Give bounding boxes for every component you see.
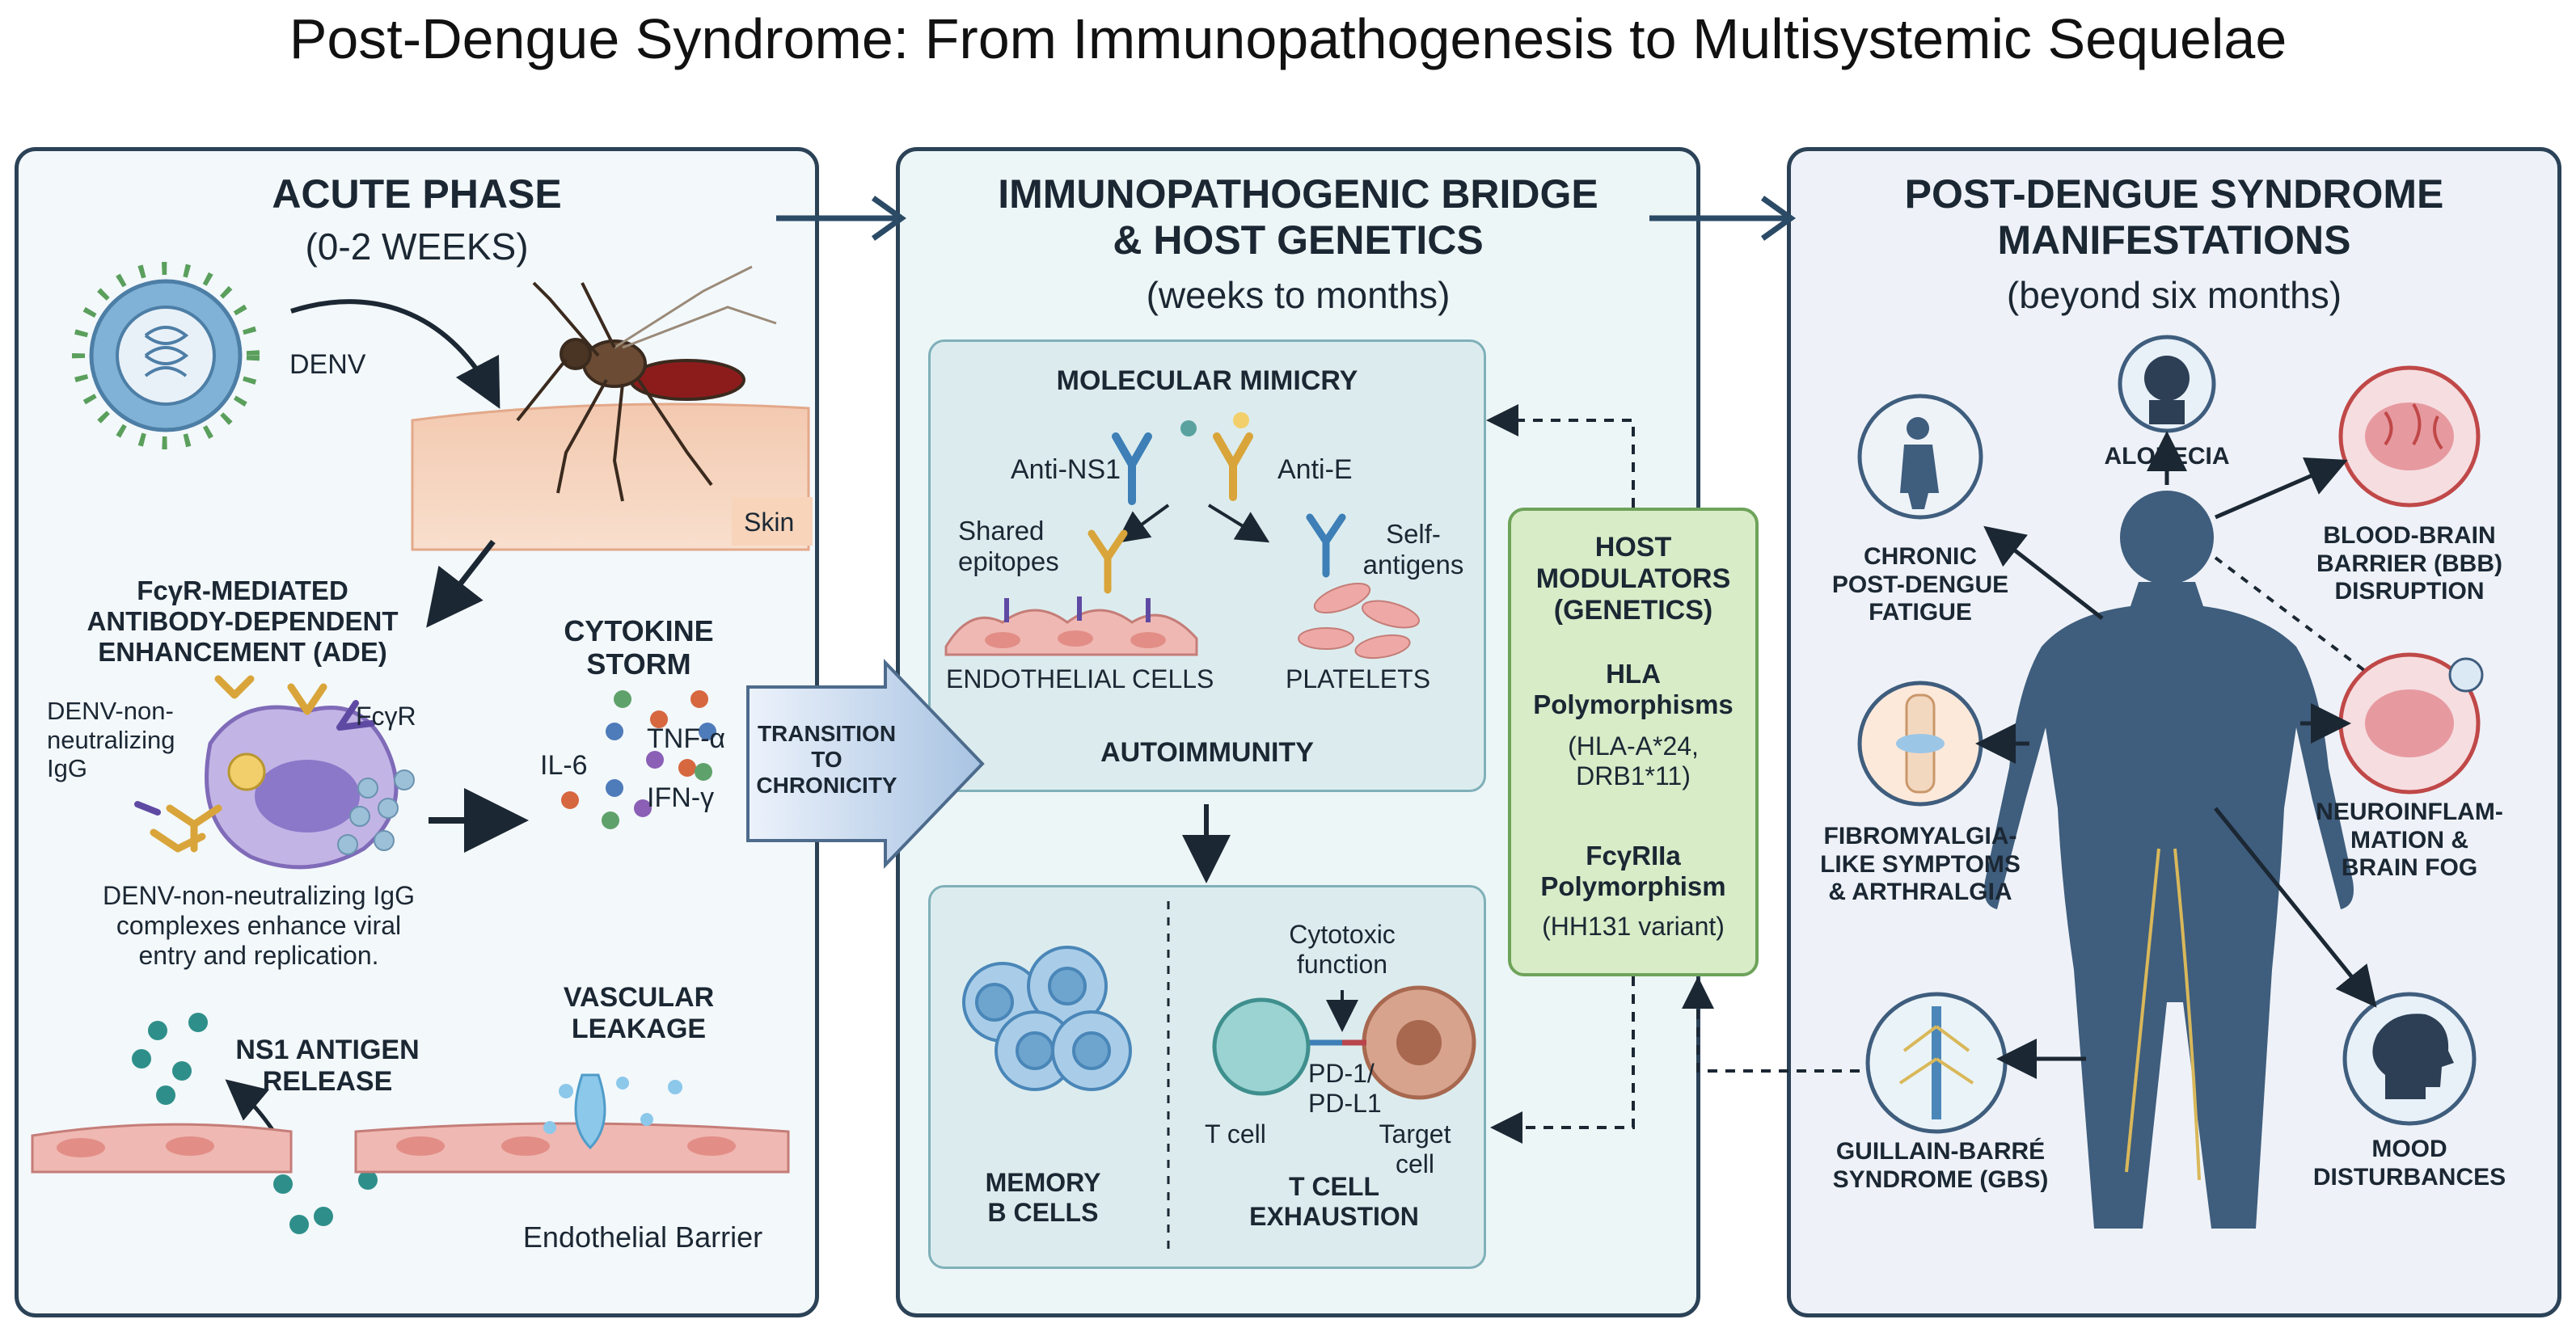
cytokine-dots — [561, 690, 716, 829]
bridge-heading: IMMUNOPATHOGENIC BRIDGE & HOST GENETICS — [998, 171, 1598, 263]
fibromyalgia-label: FIBROMYALGIA- LIKE SYMPTOMS & ARTHRALGIA — [1820, 823, 2021, 905]
mosquito-icon — [516, 265, 777, 502]
acute-phase-timeframe: (0-2 WEEKS) — [305, 226, 529, 268]
fcgriia-detail: (HH131 variant) — [1542, 912, 1725, 941]
shared-epitopes-label: Shared epitopes — [958, 516, 1059, 576]
il6-label: IL-6 — [540, 750, 588, 781]
molecular-mimicry-box — [928, 339, 1486, 792]
figure-title: Post-Dengue Syndrome: From Immunopathoge… — [289, 7, 2287, 70]
host-modulators-box — [1508, 508, 1759, 976]
cytokine-storm-title: CYTOKINE STORM — [564, 614, 714, 681]
denv-label: DENV — [289, 349, 366, 380]
endothelial-barrier-label: Endothelial Barrier — [522, 1220, 763, 1254]
transition-arrow — [746, 659, 985, 869]
endothelial-barrier — [31, 1073, 790, 1174]
platelets-icon — [1298, 582, 1420, 660]
transition-label: TRANSITION TO CHRONICITY — [756, 721, 897, 799]
hla-detail: (HLA-A*24, DRB1*11) — [1568, 731, 1699, 790]
human-body-silhouette — [1984, 491, 2354, 1229]
t-cell-icon — [1212, 997, 1311, 1096]
ifn-label: IFN-γ — [647, 782, 715, 813]
antibody-pair — [1112, 412, 1253, 505]
vascular-leakage-title: VASCULAR LEAKAGE — [563, 982, 715, 1045]
neuroinflammation-label: NEUROINFLAM- MATION & BRAIN FOG — [2316, 799, 2503, 881]
fatigue-label: CHRONIC POST-DENGUE FATIGUE — [1831, 543, 2009, 626]
fcgr-label: FcγR — [356, 702, 416, 731]
self-antigens-label: Self- antigens — [1362, 519, 1464, 580]
fcgriia-title: FcγRIIa Polymorphism — [1540, 841, 1726, 901]
tnf-label: TNF-α — [647, 723, 726, 754]
endothelial-cells-label: ENDOTHELIAL CELLS — [946, 664, 1214, 693]
t-cell-label: T cell — [1205, 1119, 1266, 1149]
skin-layer — [411, 403, 810, 551]
platelets-label: PLATELETS — [1286, 664, 1431, 693]
molecular-mimicry-title: MOLECULAR MIMICRY — [1056, 365, 1358, 396]
denv-virus-icon — [72, 262, 260, 449]
pds-heading: POST-DENGUE SYNDROME MANIFESTATIONS — [1904, 171, 2444, 263]
skin-label: Skin — [744, 508, 795, 537]
phase-arrow-1 — [776, 196, 907, 241]
ade-caption: DENV-non-neutralizing IgG complexes enha… — [103, 881, 415, 970]
acute-phase-heading: ACUTE PHASE — [272, 171, 562, 217]
ns1-title: NS1 ANTIGEN RELEASE — [235, 1035, 420, 1098]
endothelial-cells-icon — [944, 596, 1198, 656]
memory-b-cells-icon — [962, 946, 1132, 1091]
ns1-antigen-dots — [132, 1013, 378, 1234]
pds-timeframe: (beyond six months) — [2006, 274, 2342, 316]
pd1-label: PD-1/ PD-L1 — [1308, 1059, 1382, 1118]
mood-disturbances-label: MOOD DISTURBANCES — [2312, 1136, 2506, 1191]
phase-arrow-2 — [1649, 196, 1797, 241]
memory-b-cells-title: MEMORY B CELLS — [985, 1168, 1101, 1227]
target-cell-label: Target cell — [1379, 1119, 1451, 1178]
virion-cluster — [337, 769, 415, 855]
anti-ns1-label: Anti-NS1 — [1011, 454, 1121, 485]
t-cell-exhaustion-title: T CELL EXHAUSTION — [1249, 1172, 1419, 1231]
host-modulators-title: HOST MODULATORS (GENETICS) — [1535, 532, 1731, 626]
bbb-label: BLOOD-BRAIN BARRIER (BBB) DISRUPTION — [2316, 522, 2502, 605]
cytotoxic-function-label: Cytotoxic function — [1289, 920, 1396, 979]
gbs-label: GUILLAIN-BARRÉ SYNDROME (GBS) — [1832, 1138, 2049, 1193]
anti-e-label: Anti-E — [1277, 454, 1353, 485]
bridge-timeframe: (weeks to months) — [1146, 274, 1451, 316]
igg-label: DENV-non- neutralizing IgG — [47, 697, 175, 783]
alopecia-label: ALOPECIA — [2104, 443, 2230, 470]
host-modulator-links — [1500, 419, 1860, 1129]
ade-title: FcγR-MEDIATED ANTIBODY-DEPENDENT ENHANCE… — [87, 575, 399, 667]
hla-polymorphisms-title: HLA Polymorphisms — [1533, 659, 1734, 719]
antibody-icons — [150, 675, 327, 853]
autoimmunity-title: AUTOIMMUNITY — [1100, 737, 1314, 768]
